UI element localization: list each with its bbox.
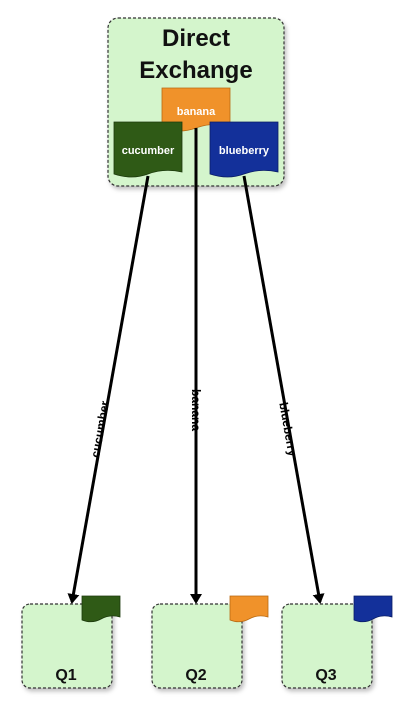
binding-flag-blueberry-label: blueberry: [219, 145, 270, 157]
edge-label-blueberry: blueberry: [276, 401, 299, 458]
queue-q2-label: Q2: [185, 667, 206, 684]
queue-q1-flag: [81, 595, 121, 623]
edge-blueberry: blueberry: [242, 175, 325, 604]
queue-q3: Q3: [281, 595, 393, 689]
exchange-node: Direct Exchange banana cucumber blueberr…: [107, 17, 285, 187]
binding-flag-cucumber-label: cucumber: [122, 145, 175, 157]
edge-cucumber: cucumber: [67, 175, 150, 604]
queue-q2: Q2: [151, 595, 269, 689]
edge-banana: banana: [189, 128, 203, 604]
binding-flag-blueberry: blueberry: [209, 121, 279, 178]
edge-label-banana: banana: [189, 389, 203, 431]
queue-q3-label: Q3: [315, 667, 336, 684]
exchange-title-line2: Exchange: [139, 57, 252, 84]
queue-q2-flag: [229, 595, 269, 623]
binding-flag-banana-label: banana: [177, 106, 216, 118]
queue-q1-label: Q1: [55, 667, 76, 684]
exchange-title-line1: Direct: [162, 25, 230, 52]
queue-q3-flag: [353, 595, 393, 623]
queue-q1: Q1: [21, 595, 121, 689]
edge-label-cucumber: cucumber: [88, 400, 112, 459]
binding-flag-cucumber: cucumber: [113, 121, 183, 178]
